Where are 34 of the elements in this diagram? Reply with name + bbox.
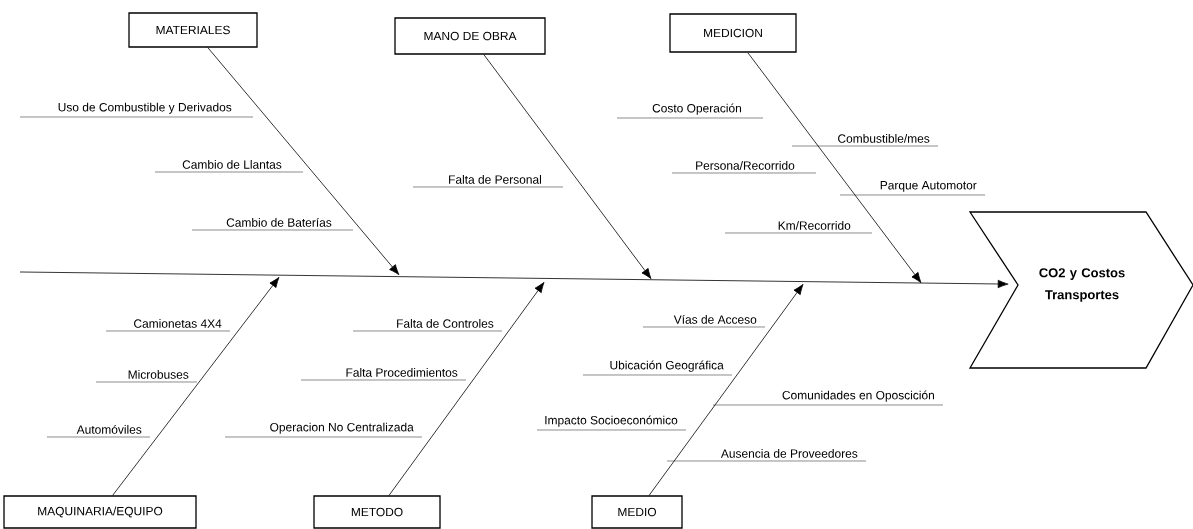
arrow xyxy=(747,52,922,284)
cause-label: Cambio de Llantas xyxy=(154,160,304,173)
cause-label: Cambio de Baterías xyxy=(191,217,354,231)
cause-label: Falta de Controles xyxy=(352,319,503,332)
cause-label: Parque Automotor xyxy=(839,181,986,196)
cause-label: Impacto Socioeconómico xyxy=(536,415,687,431)
cause-label: Operacion No Centralizada xyxy=(224,422,423,438)
cause-label: Vías de Acceso xyxy=(642,314,766,328)
category-box: MATERIALES xyxy=(128,12,258,48)
category-box: MANO DE OBRA xyxy=(394,17,546,55)
arrow xyxy=(207,47,400,276)
arrow xyxy=(483,54,652,280)
arrow xyxy=(648,283,804,496)
arrow xyxy=(388,281,545,496)
category-box: METODO xyxy=(313,495,441,529)
category-box: MEDIO xyxy=(591,495,683,529)
cause-label: Camionetas 4X4 xyxy=(105,319,231,332)
cause-label: Falta de Personal xyxy=(412,175,564,188)
cause-label: Uso de Combustible y Derivados xyxy=(19,102,254,118)
spine-arrow xyxy=(19,271,1009,289)
effect-chevron: CO2 y Costos Transportes xyxy=(968,211,1193,369)
cause-label: Combustible/mes xyxy=(791,134,939,147)
cause-label: Costo Operación xyxy=(616,103,764,119)
cause-label: Comunidades en Oposcición xyxy=(712,390,944,406)
cause-label: Microbuses xyxy=(95,370,198,383)
cause-label: Km/Recorrido xyxy=(724,221,873,234)
category-box: MAQUINARIA/EQUIPO xyxy=(3,495,197,529)
category-box: MEDICION xyxy=(669,13,797,53)
cause-label: Ubicación Geográfica xyxy=(582,360,733,376)
cause-label: Persona/Recorrido xyxy=(671,161,817,174)
cause-label: Falta Procedimientos xyxy=(300,368,467,381)
arrow xyxy=(112,276,280,496)
cause-label: Ausencia de Proveedores xyxy=(666,449,867,462)
cause-label: Automóviles xyxy=(46,424,151,438)
